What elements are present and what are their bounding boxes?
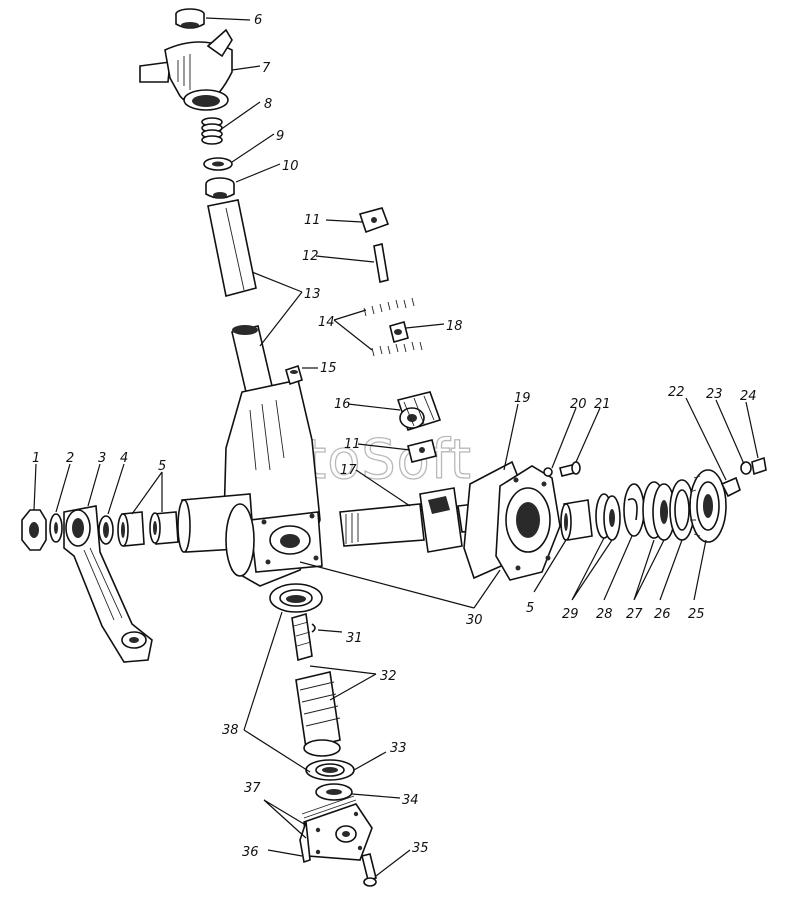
spring-8 [201, 117, 223, 145]
bearing-race-38-upper [269, 583, 323, 613]
callout-1: 1 [32, 451, 40, 466]
leader-lines [33, 17, 759, 877]
roller-18 [389, 321, 409, 343]
gearbox-housing [177, 379, 323, 587]
callout-27: 27 [626, 607, 643, 622]
bushing-5-left-a [117, 511, 145, 547]
washer-2 [49, 513, 63, 543]
plug-15 [285, 364, 303, 386]
bolt-24 [751, 456, 767, 476]
callout-2: 2 [66, 451, 74, 466]
column-shaft [231, 325, 273, 393]
bearing-33 [305, 759, 355, 781]
callout-34: 34 [402, 793, 419, 808]
nut-10 [205, 177, 235, 199]
callout-labels: 1 2 3 4 5 5 6 7 8 9 10 11 11 12 13 14 15… [32, 13, 757, 860]
callout-21: 21 [594, 397, 611, 412]
callout-37: 37 [244, 781, 261, 796]
pitman-arm-3 [63, 505, 153, 663]
gasket-cover-19 [463, 460, 561, 581]
callout-6: 6 [254, 13, 262, 28]
callout-35: 35 [412, 841, 429, 856]
callout-16: 16 [334, 397, 351, 412]
shims-37 [301, 795, 357, 819]
pin-12 [373, 243, 389, 283]
callout-15: 15 [320, 361, 337, 376]
callout-11-lower: 11 [344, 437, 361, 452]
bearing-26 [669, 479, 695, 541]
callout-11-upper: 11 [304, 213, 321, 228]
rings-27 [642, 481, 676, 541]
gear-25 [689, 469, 727, 543]
clip-11-upper [358, 207, 390, 234]
roller-16 [396, 391, 442, 431]
callout-19: 19 [514, 391, 531, 406]
callout-33: 33 [390, 741, 407, 756]
callout-24: 24 [740, 389, 757, 404]
cap-nut-6 [175, 8, 205, 29]
race-34 [315, 783, 353, 801]
callout-5-right: 5 [526, 601, 534, 616]
callout-18: 18 [446, 319, 463, 334]
callout-8: 8 [264, 97, 272, 112]
callout-30: 30 [466, 613, 483, 628]
rollers-14 [363, 297, 423, 357]
housing-7 [139, 28, 233, 111]
callout-5-left: 5 [158, 459, 166, 474]
callout-32: 32 [380, 669, 397, 684]
washer-9 [203, 157, 233, 171]
callout-10: 10 [282, 159, 299, 174]
callout-3: 3 [98, 451, 106, 466]
seal-4 [98, 515, 114, 545]
callout-29: 29 [562, 607, 579, 622]
washers-29 [595, 493, 621, 541]
callout-20: 20 [570, 397, 587, 412]
bolt-35 [361, 853, 377, 887]
callout-14: 14 [318, 315, 335, 330]
bushing-5-left-b [149, 511, 179, 545]
callout-31: 31 [346, 631, 363, 646]
callout-38: 38 [222, 723, 239, 738]
callout-22: 22 [668, 385, 685, 400]
bushing-5-right [560, 499, 593, 541]
washer-23 [740, 461, 752, 475]
ring-31 [311, 623, 316, 633]
spring-ring-28 [623, 483, 645, 537]
callout-4: 4 [120, 451, 128, 466]
callout-9: 9 [276, 129, 284, 144]
lock-plate-22 [720, 476, 741, 498]
sleeve-13 [207, 199, 257, 297]
screw-21 [559, 461, 581, 477]
callout-13: 13 [304, 287, 321, 302]
callout-28: 28 [596, 607, 613, 622]
callout-7: 7 [262, 61, 271, 76]
clip-11-lower [407, 439, 437, 463]
nut-1 [21, 509, 47, 551]
worm-shaft-32 [291, 612, 341, 757]
callout-25: 25 [688, 607, 705, 622]
cover-36 [299, 803, 373, 864]
callout-26: 26 [654, 607, 671, 622]
callout-17: 17 [340, 463, 357, 478]
callout-36: 36 [242, 845, 259, 860]
ball-20 [543, 467, 553, 477]
callout-12: 12 [302, 249, 319, 264]
callout-23: 23 [706, 387, 723, 402]
